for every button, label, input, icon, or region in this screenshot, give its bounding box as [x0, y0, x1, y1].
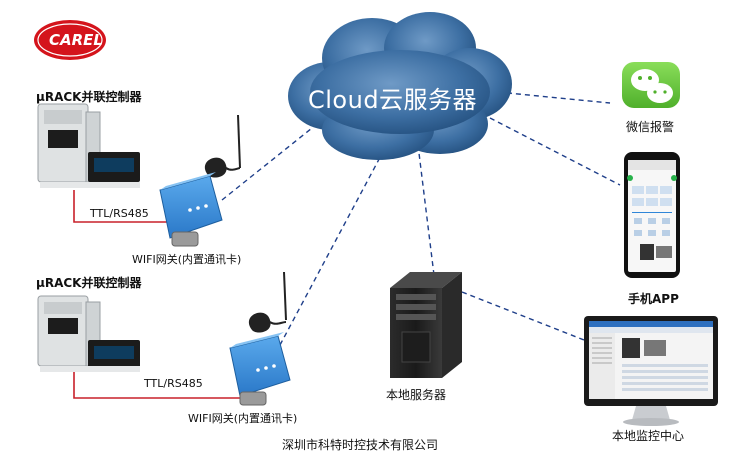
- carel-logo-text: CAREL: [49, 31, 103, 49]
- mobile-app-label: 手机APP: [628, 292, 679, 306]
- monitor-image: [584, 316, 718, 426]
- rack-controller-bottom-label: μRACK并联控制器: [36, 276, 142, 290]
- local-monitor-label: 本地监控中心: [612, 429, 685, 443]
- link-gateway-bottom-cloud: [279, 147, 386, 346]
- wechat-icon: [622, 62, 680, 108]
- link-gateway-top-cloud: [221, 127, 313, 201]
- ttl-rs485-bottom-label: TTL/RS485: [144, 377, 203, 390]
- serial-wires: [73, 190, 244, 399]
- gateway-top-image: [159, 114, 241, 247]
- wechat-alarm-label: 微信报警: [626, 120, 675, 134]
- ttl-rs485-top-label: TTL/RS485: [90, 207, 149, 220]
- rack-controller-top-label: μRACK并联控制器: [36, 90, 142, 104]
- controller-bottom-image: [37, 295, 140, 372]
- link-server-monitor: [461, 291, 585, 341]
- phone-image: [624, 152, 680, 278]
- wifi-gateway-bottom-label: WIFI网关(内置通讯卡): [188, 412, 298, 425]
- link-cloud-wechat: [497, 91, 611, 104]
- local-server-label: 本地服务器: [386, 388, 447, 402]
- carel-logo: [34, 20, 106, 60]
- link-cloud-phone: [489, 117, 621, 186]
- wifi-gateway-top-label: WIFI网关(内置通讯卡): [132, 253, 242, 266]
- company-name: 深圳市科特时控技术有限公司: [282, 438, 439, 452]
- cloud-shape: [288, 12, 512, 160]
- network-links: [221, 91, 621, 346]
- cloud-server-title: Cloud云服务器: [308, 86, 478, 114]
- server-tower-image: [390, 272, 462, 378]
- controller-top-image: [37, 103, 140, 188]
- gateway-bottom-image: [229, 271, 291, 406]
- link-server-cloud: [417, 144, 435, 276]
